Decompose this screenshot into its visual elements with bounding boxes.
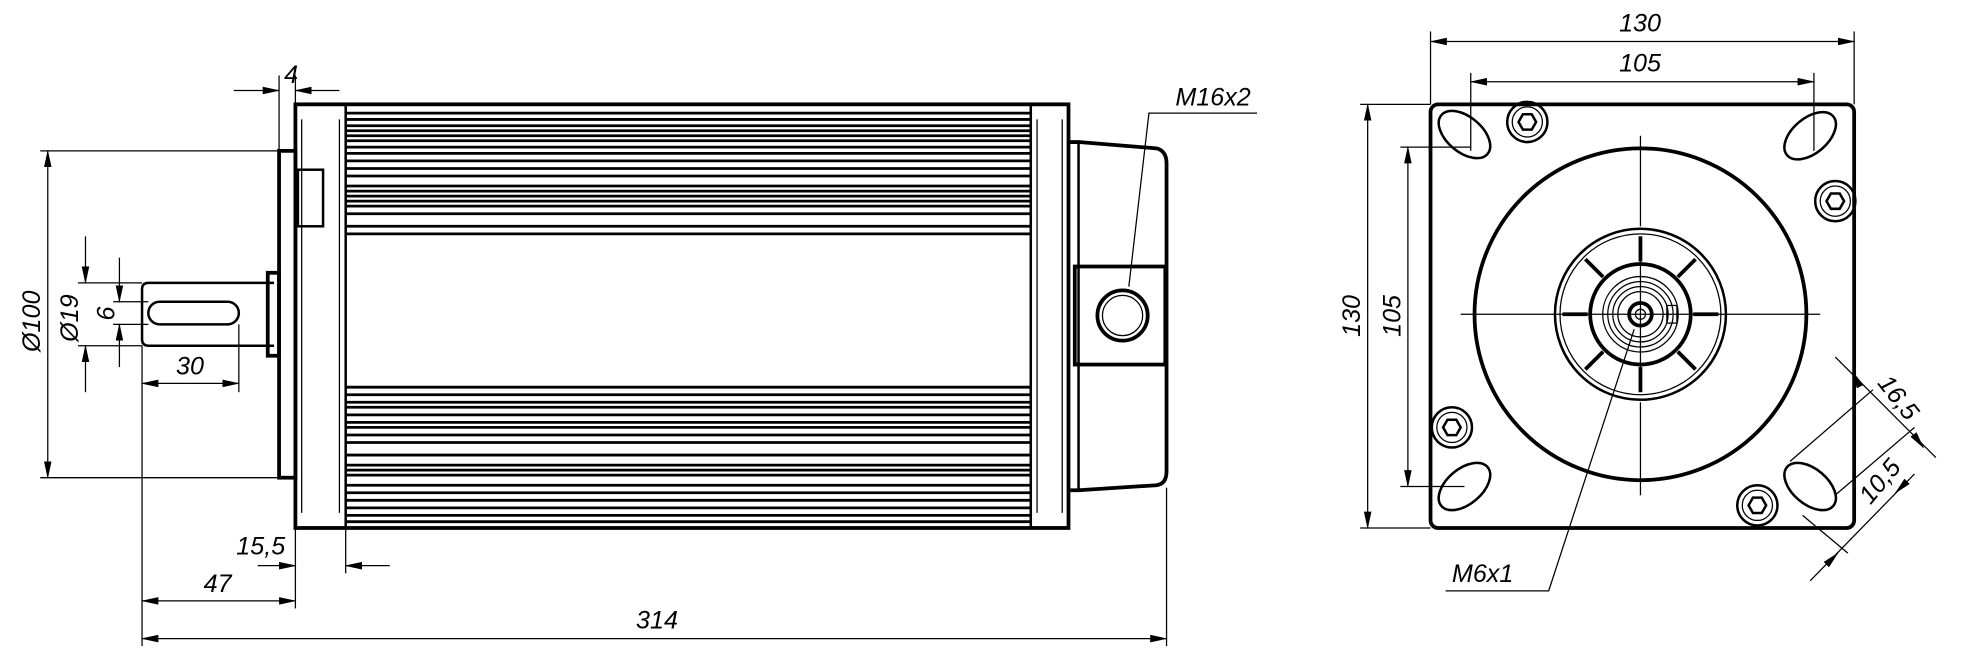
rib	[1584, 350, 1605, 371]
side-view: 4 Ø100 Ø19 6	[18, 61, 1258, 647]
rib	[1676, 257, 1697, 279]
dim-19-label: Ø19	[56, 294, 84, 343]
dim-key-length: 30	[140, 324, 241, 393]
hex-socket-bolts	[1430, 100, 1857, 527]
dim-10-5-label: 10,5	[1854, 453, 1908, 509]
front-boss	[296, 168, 325, 228]
callout-shaft-thread: M6x1	[1445, 329, 1635, 592]
dim-flange-diameter: Ø100	[18, 149, 280, 479]
dim-47-label: 47	[204, 570, 233, 598]
shaft	[140, 270, 281, 358]
dim-130-height-label: 130	[1338, 295, 1366, 337]
dim-30-label: 30	[176, 353, 204, 381]
hex-bolt	[1505, 100, 1549, 144]
dim-shaft-diameter: Ø19	[56, 236, 143, 393]
connector-port	[1095, 288, 1150, 343]
slot-bottom-right	[1783, 461, 1838, 512]
hex-bolt	[1430, 406, 1474, 449]
callout-connector-thread: M16x2	[1128, 84, 1258, 287]
rear-cap	[1068, 140, 1169, 493]
front-flange	[277, 148, 298, 480]
m16x2-label: M16x2	[1175, 84, 1250, 112]
hex-bolt	[1813, 179, 1857, 223]
rib	[1676, 350, 1697, 371]
dim-6-label: 6	[92, 307, 120, 321]
dim-hole-spacing-vertical: 105	[1378, 145, 1471, 488]
dim-key-width: 6	[92, 257, 149, 368]
dim-100-label: Ø100	[18, 290, 46, 352]
dim-flange-thickness: 4	[233, 61, 340, 151]
hex-bolt	[1735, 483, 1779, 527]
dim-105-horizontal-label: 105	[1619, 50, 1662, 78]
dim-shaft-length: 47	[140, 570, 297, 605]
slot-top-left	[1437, 109, 1492, 160]
dim-plate-height: 130	[1338, 103, 1431, 530]
dim-plate-width: 130	[1429, 9, 1856, 105]
dim-16-5-label: 16,5	[1872, 370, 1925, 427]
mounting-plate	[1428, 102, 1857, 530]
dim-130-width-label: 130	[1619, 9, 1661, 37]
dim-105-vertical-label: 105	[1378, 294, 1406, 337]
dim-4-label: 4	[284, 61, 298, 89]
slot-bottom-left	[1437, 461, 1492, 512]
dim-flange-offset: 15,5	[236, 527, 390, 609]
dim-overall-length: 314	[140, 487, 1168, 647]
centerlines	[1460, 135, 1821, 496]
mounting-slots	[1437, 109, 1838, 512]
cooling-fins	[345, 111, 1031, 524]
motor-body	[293, 102, 1071, 530]
dim-314-label: 314	[636, 607, 678, 635]
rib	[1584, 257, 1605, 279]
slot-top-right	[1783, 110, 1838, 161]
dim-15-5-label: 15,5	[236, 532, 286, 560]
dim-hole-spacing-horizontal: 105	[1469, 50, 1816, 151]
dim-corner-offsets: 16,5 10,5	[1789, 356, 1937, 582]
connector-box	[1072, 264, 1168, 367]
front-view: 130 105 130 105	[1338, 9, 1937, 592]
m6x1-label: M6x1	[1452, 560, 1513, 588]
